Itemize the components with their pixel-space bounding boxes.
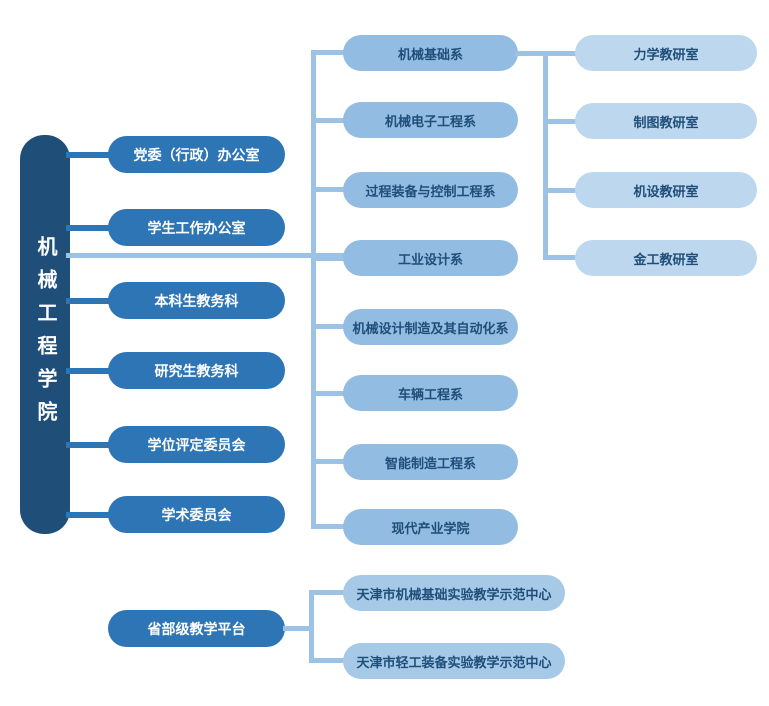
trunk-departments (311, 50, 316, 529)
teaching-office-node-metalworking: 金工教研室 (575, 240, 757, 276)
stub-department-1 (311, 50, 344, 55)
stub-teaching-office-3 (546, 188, 576, 193)
department-node-modern-industry: 现代产业学院 (343, 509, 518, 545)
connector-department-teaching-offices (515, 51, 545, 56)
admin-office-node-degree-committee: 学位评定委员会 (108, 426, 285, 463)
stub-department-2 (311, 118, 344, 123)
connector-root-admin-2 (66, 225, 110, 231)
stub-department-4 (311, 256, 344, 261)
trunk-teaching-offices (543, 51, 548, 260)
teaching-office-node-drafting: 制图教研室 (575, 103, 757, 139)
platform-center-node-mechanical-foundation-lab: 天津市机械基础实验教学示范中心 (343, 575, 565, 611)
department-node-industrial-design: 工业设计系 (343, 240, 518, 276)
admin-office-node-academic-committee: 学术委员会 (108, 496, 285, 533)
department-node-process-equipment: 过程装备与控制工程系 (343, 172, 518, 208)
connector-platform-trunk (283, 626, 311, 631)
admin-office-node-graduate: 研究生教务科 (108, 352, 285, 389)
stub-teaching-office-4 (546, 255, 576, 260)
connector-root-admin-3 (66, 298, 110, 304)
connector-root-admin-4 (66, 368, 110, 374)
admin-office-node-party: 党委（行政）办公室 (108, 136, 285, 173)
department-node-mechatronics: 机械电子工程系 (343, 102, 518, 138)
connector-root-admin-5 (66, 442, 110, 448)
platform-node: 省部级教学平台 (108, 610, 285, 647)
connector-root-departments (66, 253, 345, 258)
admin-office-node-student-affairs: 学生工作办公室 (108, 209, 285, 246)
connector-root-admin-6 (66, 512, 110, 518)
stub-platform-center-1 (312, 590, 344, 595)
stub-teaching-office-1 (546, 51, 576, 56)
teaching-office-node-machine-design: 机设教研室 (575, 172, 757, 208)
platform-center-node-light-industry-equipment-lab: 天津市轻工装备实验教学示范中心 (343, 643, 565, 679)
stub-department-6 (311, 391, 344, 396)
stub-department-3 (311, 187, 344, 192)
department-node-vehicle-engineering: 车辆工程系 (343, 375, 518, 411)
department-node-mechanical-foundation: 机械基础系 (343, 35, 518, 71)
stub-platform-center-2 (312, 658, 344, 663)
connector-root-admin-1 (66, 152, 110, 158)
root-node-college: 机械工程学院 (20, 135, 70, 534)
department-node-intelligent-manufacturing: 智能制造工程系 (343, 444, 518, 480)
admin-office-node-undergraduate: 本科生教务科 (108, 282, 285, 319)
trunk-platform-centers (309, 590, 314, 663)
department-node-mech-design-automation: 机械设计制造及其自动化系 (343, 309, 518, 345)
stub-department-7 (311, 459, 344, 464)
teaching-office-node-mechanics: 力学教研室 (575, 35, 757, 71)
stub-department-5 (311, 324, 344, 329)
stub-department-8 (311, 524, 344, 529)
root-node-label: 机械工程学院 (34, 235, 56, 434)
stub-teaching-office-2 (546, 119, 576, 124)
